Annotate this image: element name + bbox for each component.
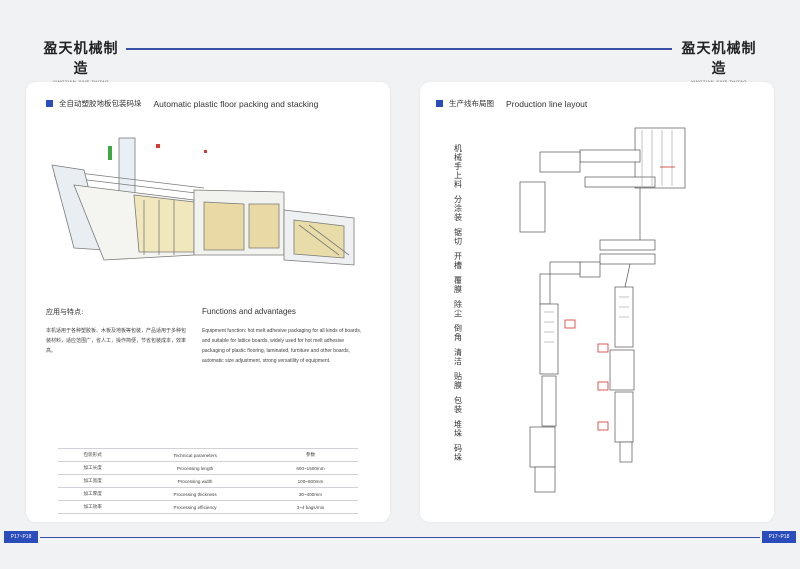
process-label: 码垛 [454,444,462,462]
process-label: 堆垛 [454,420,462,438]
process-label: 清洁 [454,348,462,366]
spec-en: Processing efficiency [127,500,263,514]
process-label: 倒角 [454,324,462,342]
page-number-left: P17~P18 [4,531,38,543]
table-row: 加工效率 Processing efficiency 3~4 bags/min [58,500,358,514]
process-label: 除尘 [454,300,462,318]
bullet-square-icon [46,100,53,107]
spec-cn: 加工宽度 [58,474,128,488]
spec-en: Processing width [127,474,263,488]
spec-cn: 加工效率 [58,500,128,514]
brand-name-en: YINGTIAN JIXIE ZHIZAO [38,79,124,84]
left-section-title: 全自动塑胶地板包装码垛 Automatic plastic floor pack… [46,98,318,109]
table-row: 加工长度 Processing length 600~1500mm [58,461,358,475]
table-row: 加工厚度 Processing thickness 30~400mm [58,487,358,501]
bullet-square-icon [436,100,443,107]
brand-name-cn: 盈天机械制造 [681,41,757,77]
features-en-text: Equipment function: hot melt adhesive pa… [202,328,362,364]
spec-en: Technical parameters [127,448,263,462]
spec-val: 600~1500mm [262,461,358,475]
production-line-layout-diagram [519,127,686,493]
right-section-title: 生产线布局图 Production line layout [436,98,587,109]
spec-cn: 加工厚度 [58,487,128,501]
spec-en: Processing length [127,461,263,475]
spec-val: 100~600mm [262,474,358,488]
header-rule-left [126,48,672,50]
spec-en: Processing thickness [127,487,263,501]
process-label: 机械手上料 [454,144,462,189]
packing-machine-illustration [51,137,355,266]
process-label: 覆膜 [454,276,462,294]
features-cn-text: 本机适用于各种塑胶板、木板及地板等包装，产品适用于多种包装材料，适应范围广，省人… [46,328,187,354]
process-label: 锯切 [454,228,462,246]
brand-name-cn: 盈天机械制造 [43,41,119,77]
spec-cn: 包装形式 [58,448,128,462]
process-label: 分涂装 [454,195,462,222]
brand-right: 盈天机械制造 YINGTIAN JIXIE ZHIZAO [676,38,762,84]
right-title-en: Production line layout [506,98,588,109]
left-title-cn: 全自动塑胶地板包装码垛 [59,99,142,108]
process-labels: 机械手上料 分涂装 锯切 开槽 覆膜 除尘 倒角 清洁 贴膜 包装 堆垛 码垛 [452,144,464,462]
table-row: 包装形式 Technical parameters 参数 [58,448,358,462]
spec-cn: 加工长度 [58,461,128,475]
spec-table: 包装形式 Technical parameters 参数 加工长度 Proces… [58,448,358,514]
brand-name-en: YINGTIAN JIXIE ZHIZAO [676,79,762,84]
features-cn-title: 应用与特点: [46,308,84,316]
left-title-en: Automatic plastic floor packing and stac… [153,98,319,109]
spec-val: 30~400mm [262,487,358,501]
brand-left: 盈天机械制造 YINGTIAN JIXIE ZHIZAO [38,38,124,84]
process-label: 贴膜 [454,372,462,390]
process-label: 包装 [454,396,462,414]
spec-val: 3~4 bags/min [262,500,358,514]
spec-val: 参数 [262,448,358,462]
table-row: 加工宽度 Processing width 100~600mm [58,474,358,488]
right-title-cn: 生产线布局图 [449,99,494,108]
features-en-title: Functions and advantages [202,307,296,316]
process-label: 开槽 [454,252,462,270]
footer-rule [40,537,760,538]
page-number-right: P17~P18 [762,531,796,543]
